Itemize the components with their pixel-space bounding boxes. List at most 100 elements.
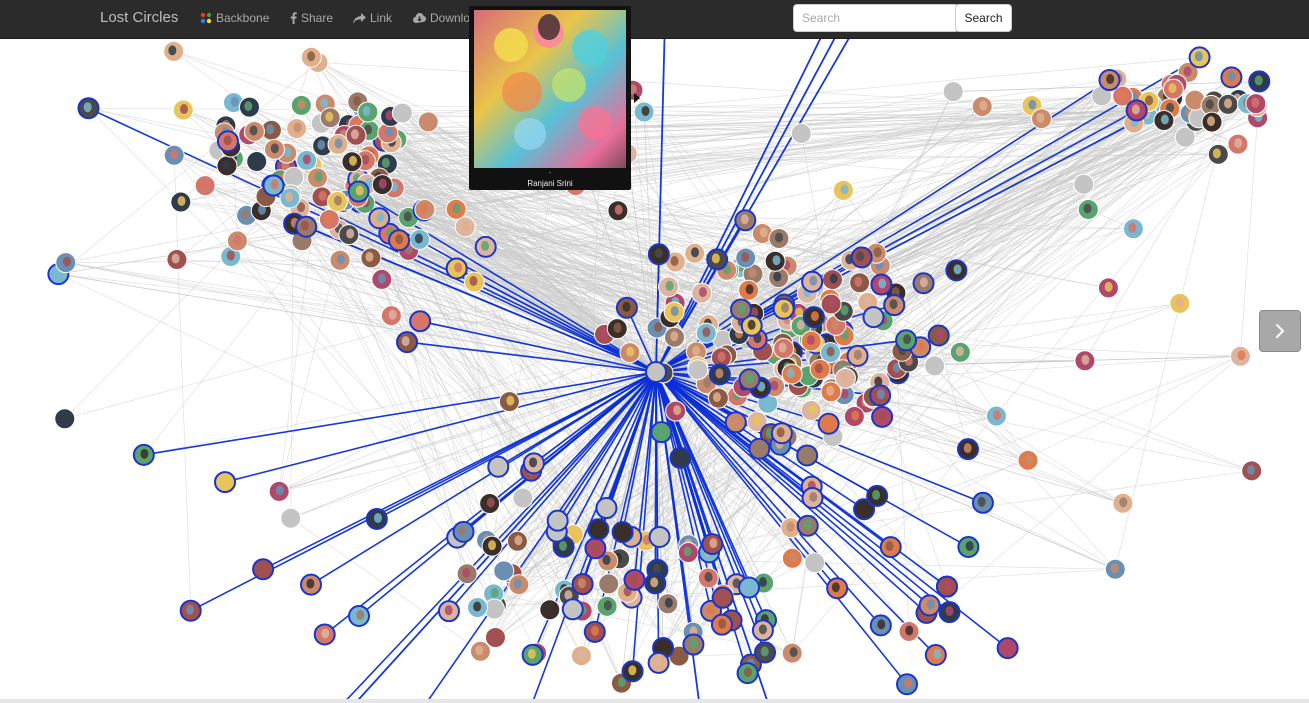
person-node[interactable] <box>326 190 348 212</box>
person-node[interactable] <box>768 227 790 249</box>
person-node[interactable] <box>751 222 773 244</box>
person-node[interactable] <box>942 81 964 103</box>
person-node[interactable] <box>268 480 290 502</box>
person-node[interactable] <box>738 279 760 301</box>
person-node[interactable] <box>306 167 328 189</box>
person-node[interactable] <box>633 101 655 123</box>
person-node[interactable] <box>571 573 594 596</box>
person-node[interactable] <box>246 151 268 173</box>
person-node[interactable] <box>850 246 873 269</box>
person-node[interactable] <box>498 391 520 413</box>
person-node[interactable] <box>1097 277 1119 299</box>
person-node[interactable] <box>1125 99 1148 122</box>
person-node[interactable] <box>170 191 192 213</box>
person-node[interactable] <box>238 96 260 118</box>
person-node[interactable] <box>843 406 865 428</box>
person-node[interactable] <box>879 536 902 559</box>
person-node[interactable] <box>347 180 370 203</box>
person-node[interactable] <box>866 484 889 507</box>
person-node[interactable] <box>736 662 759 685</box>
person-node[interactable] <box>280 507 302 529</box>
person-node[interactable] <box>414 199 436 221</box>
person-node[interactable] <box>896 673 919 696</box>
person-node[interactable] <box>214 471 237 494</box>
person-node[interactable] <box>804 552 826 574</box>
person-node[interactable] <box>770 422 793 445</box>
person-node[interactable] <box>802 306 825 329</box>
person-node[interactable] <box>1074 350 1096 372</box>
person-node[interactable] <box>539 599 561 621</box>
person-node[interactable] <box>1162 78 1184 100</box>
person-node[interactable] <box>677 542 699 564</box>
person-node[interactable] <box>1174 126 1196 148</box>
person-node[interactable] <box>711 586 734 609</box>
person-node[interactable] <box>371 174 393 196</box>
person-node[interactable] <box>834 367 856 389</box>
person-node[interactable] <box>869 614 892 637</box>
person-node[interactable] <box>853 498 876 521</box>
person-node[interactable] <box>938 601 961 624</box>
person-node[interactable] <box>1031 108 1053 130</box>
person-node[interactable] <box>357 101 379 123</box>
person-node[interactable] <box>286 118 308 140</box>
person-node[interactable] <box>706 248 729 271</box>
person-node[interactable] <box>508 574 530 596</box>
person-node[interactable] <box>738 576 761 599</box>
person-node[interactable] <box>710 613 733 636</box>
person-node[interactable] <box>216 155 238 177</box>
person-node[interactable] <box>697 567 719 589</box>
person-node[interactable] <box>820 293 842 315</box>
person-node[interactable] <box>1112 85 1134 107</box>
person-node[interactable] <box>290 94 312 116</box>
person-node[interactable] <box>764 250 786 272</box>
person-node[interactable] <box>971 491 994 514</box>
search-button[interactable]: Search <box>955 4 1012 32</box>
person-node[interactable] <box>820 381 842 403</box>
person-node[interactable] <box>862 306 885 329</box>
person-node[interactable] <box>707 387 729 409</box>
person-node[interactable] <box>163 144 185 166</box>
person-node[interactable] <box>772 297 795 320</box>
person-node[interactable] <box>691 282 713 304</box>
person-node[interactable] <box>1122 218 1144 240</box>
person-node[interactable] <box>1241 460 1263 482</box>
person-node[interactable] <box>1104 558 1126 580</box>
person-node[interactable] <box>417 111 439 133</box>
person-node[interactable] <box>466 597 488 619</box>
person-node[interactable] <box>663 301 685 323</box>
person-node[interactable] <box>365 507 388 530</box>
person-node[interactable] <box>132 443 155 466</box>
person-node[interactable] <box>380 305 402 327</box>
person-node[interactable] <box>226 230 248 252</box>
person-node[interactable] <box>474 235 497 258</box>
person-node[interactable] <box>1227 133 1249 155</box>
person-node[interactable] <box>262 174 285 197</box>
person-node[interactable] <box>619 342 641 364</box>
person-node[interactable] <box>738 368 761 391</box>
person-node[interactable] <box>172 99 194 121</box>
person-node[interactable] <box>522 452 545 475</box>
person-node[interactable] <box>1248 70 1271 93</box>
person-node[interactable] <box>348 605 371 628</box>
person-node[interactable] <box>781 642 803 664</box>
person-node[interactable] <box>657 593 679 615</box>
person-node[interactable] <box>263 138 285 160</box>
person-node[interactable] <box>445 257 468 280</box>
person-node[interactable] <box>746 411 768 433</box>
person-node[interactable] <box>54 408 76 430</box>
person-node[interactable] <box>898 620 920 642</box>
person-node[interactable] <box>606 318 628 340</box>
person-node[interactable] <box>318 208 340 230</box>
person-node[interactable] <box>598 573 620 595</box>
person-node[interactable] <box>883 294 906 317</box>
person-node[interactable] <box>512 487 534 509</box>
person-node[interactable] <box>345 124 367 146</box>
person-node[interactable] <box>669 446 692 469</box>
person-node[interactable] <box>708 363 731 386</box>
person-node[interactable] <box>615 296 638 319</box>
person-node[interactable] <box>327 133 349 155</box>
person-node[interactable] <box>849 272 871 294</box>
person-node[interactable] <box>409 228 431 250</box>
person-node[interactable] <box>664 251 686 273</box>
person-node[interactable] <box>521 643 544 666</box>
